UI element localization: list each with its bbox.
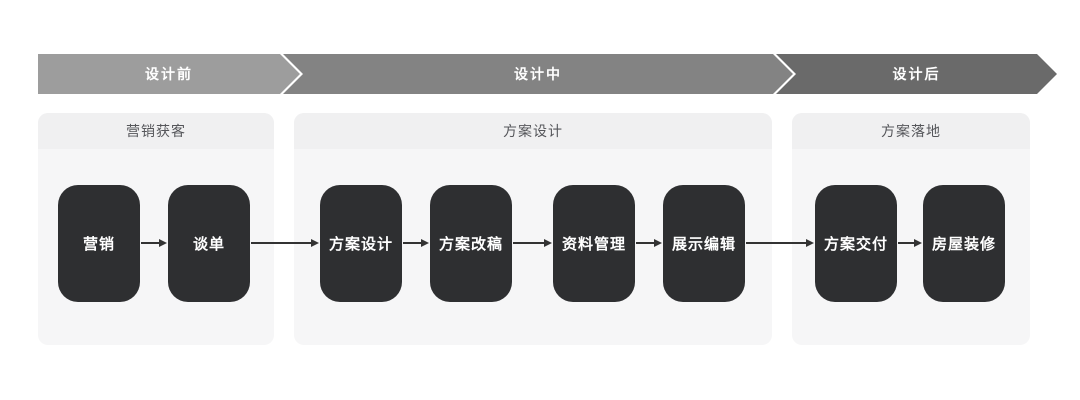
node-material-management-label: 资料管理 [561, 236, 626, 253]
node-house-decoration-label: 房屋装修 [931, 236, 996, 253]
node-plan-revision: 方案改稿 [430, 185, 512, 302]
arrow-revision-to-material [513, 238, 552, 248]
arrow-plan-design-to-revision [403, 238, 429, 248]
phase-pre-design-label: 设计前 [145, 66, 193, 82]
node-plan-delivery-label: 方案交付 [823, 236, 888, 253]
arrow-delivery-to-decoration [898, 238, 922, 248]
phase-pre-design: 设计前 [38, 54, 300, 94]
arrow-display-to-delivery [746, 238, 814, 248]
panel-plan-landing-header: 方案落地 [792, 113, 1030, 149]
node-marketing: 营销 [58, 185, 140, 302]
node-plan-revision-label: 方案改稿 [438, 236, 503, 253]
phase-post-design-label: 设计后 [892, 66, 941, 82]
node-deal-negotiation-label: 谈单 [192, 236, 225, 253]
arrow-marketing-to-negotiation [141, 238, 167, 248]
node-deal-negotiation: 谈单 [168, 185, 250, 302]
node-plan-design-label: 方案设计 [328, 236, 393, 253]
phase-in-design: 设计中 [283, 54, 793, 94]
arrow-negotiation-to-plan-design [251, 238, 319, 248]
panel-plan-landing-title: 方案落地 [881, 123, 941, 139]
phase-banner: 设计前 设计中 设计后 [0, 54, 1080, 94]
node-display-editing: 展示编辑 [663, 185, 745, 302]
node-plan-delivery: 方案交付 [815, 185, 897, 302]
panel-marketing-acquisition-title: 营销获客 [126, 123, 186, 139]
phase-post-design: 设计后 [776, 54, 1057, 94]
node-plan-design: 方案设计 [320, 185, 402, 302]
node-display-editing-label: 展示编辑 [671, 236, 736, 253]
arrow-material-to-display [636, 238, 662, 248]
phase-in-design-label: 设计中 [514, 66, 562, 82]
node-house-decoration: 房屋装修 [923, 185, 1005, 302]
panel-marketing-acquisition-header: 营销获客 [38, 113, 274, 149]
panel-plan-design-header: 方案设计 [294, 113, 772, 149]
node-material-management: 资料管理 [553, 185, 635, 302]
node-marketing-label: 营销 [82, 236, 115, 253]
panel-plan-design-title: 方案设计 [503, 123, 563, 139]
